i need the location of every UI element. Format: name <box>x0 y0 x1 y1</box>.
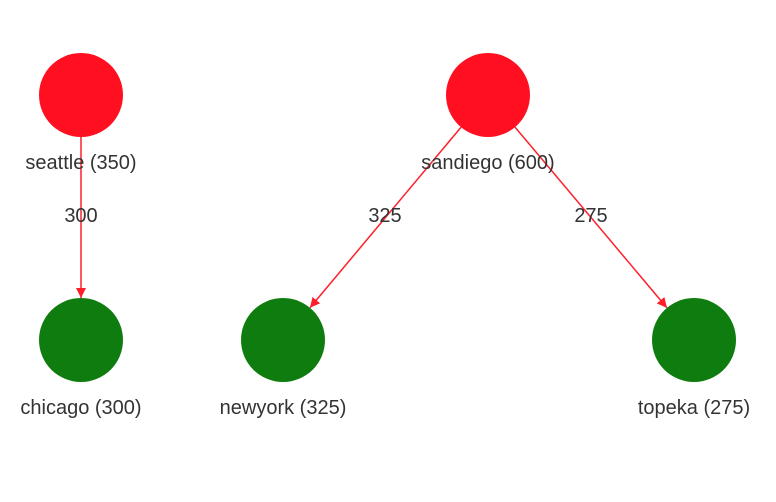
node-label-chicago: chicago (300) <box>20 397 141 419</box>
node-label-topeka: topeka (275) <box>638 397 750 419</box>
node-label-seattle: seattle (350) <box>25 152 136 174</box>
node-newyork[interactable] <box>241 298 325 382</box>
node-label-sandiego: sandiego (600) <box>421 152 554 174</box>
labels-layer: 300 325 275 seattle (350) sandiego (600) chic… <box>20 152 750 419</box>
node-label-newyork: newyork (325) <box>220 397 347 419</box>
edge-sandiego-topeka <box>514 126 668 309</box>
edge-label-sandiego-topeka: 275 <box>574 205 607 227</box>
node-seattle[interactable] <box>39 53 123 137</box>
node-chicago[interactable] <box>39 298 123 382</box>
node-topeka[interactable] <box>652 298 736 382</box>
edge-label-seattle-chicago: 300 <box>64 205 97 227</box>
node-sandiego[interactable] <box>446 53 530 137</box>
edge-sandiego-newyork <box>309 126 462 309</box>
nodes-layer <box>39 53 736 382</box>
edges-layer <box>76 126 668 309</box>
edge-label-sandiego-newyork: 325 <box>368 205 401 227</box>
